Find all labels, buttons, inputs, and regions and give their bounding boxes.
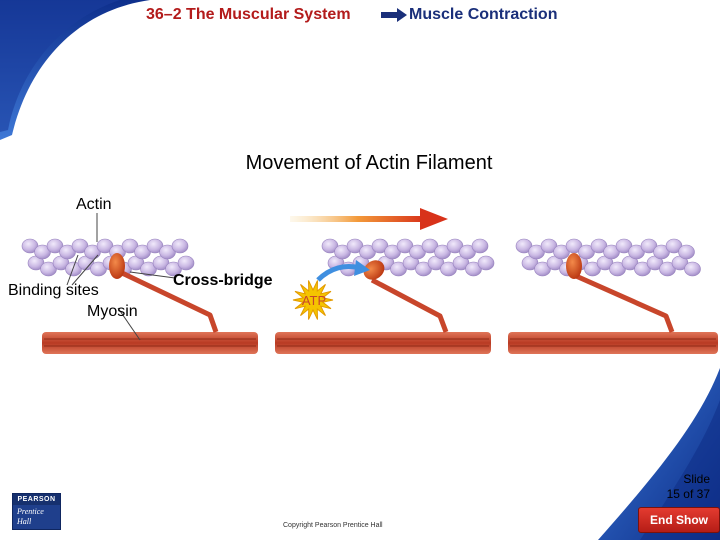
actin-bead: [171, 238, 189, 254]
arrow-right-icon: [381, 8, 407, 22]
myosin-filament-2: [275, 332, 491, 354]
actin-filament-1: [21, 238, 195, 277]
atp-label: ATP: [302, 293, 326, 308]
actin-filament-3: [515, 238, 701, 277]
myosin-filament-3: [508, 332, 718, 354]
actin-bead: [684, 261, 701, 277]
actin-label: Actin: [76, 196, 112, 213]
slide-header: 36–2 The Muscular System Muscle Contract…: [0, 6, 720, 26]
cross-bridge-label: Cross-bridge: [173, 272, 273, 289]
myosin-label: Myosin: [87, 303, 138, 320]
actin-bead: [471, 238, 489, 254]
end-show-button[interactable]: End Show: [638, 507, 720, 533]
myosin-filament-1: [42, 332, 258, 354]
leader-lines: [66, 213, 176, 341]
slide-title: Movement of Actin Filament: [245, 152, 493, 174]
slide-counter-label: Slide: [683, 472, 710, 486]
topic-title: Muscle Contraction: [409, 6, 558, 23]
pearson-logo: PEARSON Prentice Hall: [12, 493, 61, 530]
logo-publisher: PEARSON: [13, 494, 60, 505]
actin-bead: [678, 244, 695, 260]
binding-sites-label: Binding sites: [8, 282, 99, 299]
slide-counter: Slide 15 of 37: [667, 472, 710, 502]
actin-bead: [177, 255, 195, 271]
cross-bridge-2: [363, 260, 449, 333]
movement-arrow: [290, 208, 448, 230]
section-title: 36–2 The Muscular System: [146, 6, 351, 23]
cross-bridge-1: [109, 253, 219, 333]
actin-bead: [477, 255, 495, 271]
cross-bridge-3: [566, 253, 675, 333]
slide-counter-value: 15 of 37: [666, 487, 710, 501]
logo-imprint: Prentice Hall: [17, 507, 44, 526]
copyright-text: Copyright Pearson Prentice Hall: [283, 522, 383, 529]
atp-burst-icon: ATP: [292, 280, 334, 320]
actin-filament-2: [321, 238, 495, 277]
